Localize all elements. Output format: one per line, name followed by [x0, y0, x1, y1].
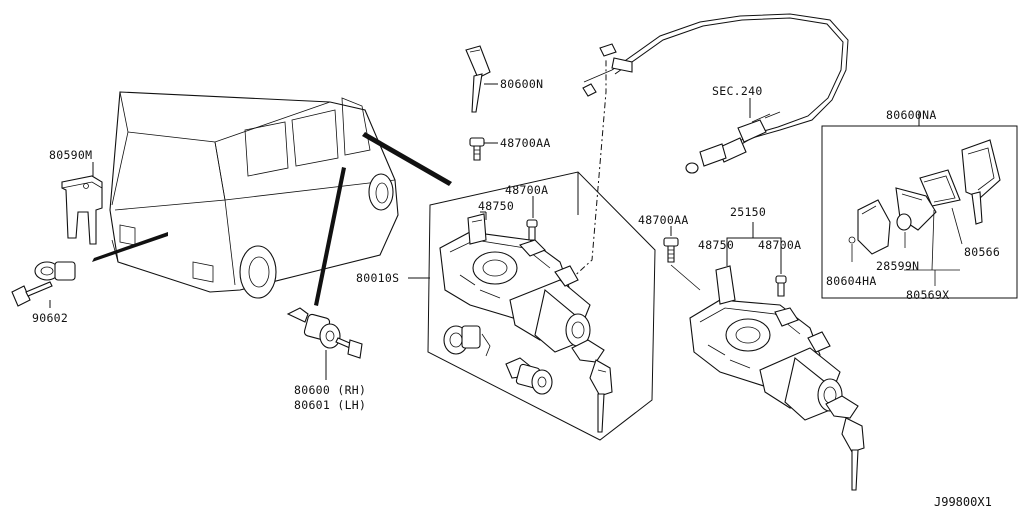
- part-steering-lock-right: [689, 265, 843, 421]
- van-pointer-arrows: [92, 132, 452, 306]
- label-80600na: 80600NA: [886, 108, 937, 122]
- label-80600-rh: 80600 (RH): [294, 383, 366, 397]
- label-48750-right: 48750: [698, 238, 734, 252]
- part-key-left-assembly: [571, 339, 613, 433]
- label-80590m: 80590M: [49, 148, 92, 162]
- leader-25150: [726, 222, 782, 266]
- label-25150: 25150: [730, 205, 766, 219]
- label-80566: 80566: [964, 245, 1000, 259]
- part-48700a-bolt-right: [775, 250, 787, 297]
- label-80010s: 80010S: [356, 271, 399, 285]
- part-80600n-key: [465, 45, 498, 113]
- part-48700aa-bolt-top: [469, 137, 498, 161]
- label-80569x: 80569X: [906, 288, 949, 302]
- leader-lines: [408, 211, 486, 279]
- part-sec240-cable: [582, 13, 849, 174]
- label-28599n: 28599N: [876, 259, 919, 273]
- label-80600n: 80600N: [500, 77, 543, 91]
- part-steering-lock-left: [439, 212, 591, 353]
- label-80604ha: 80604HA: [826, 274, 877, 288]
- part-cylinder-lock-small: [443, 325, 491, 357]
- part-key-right-assembly: [825, 395, 865, 491]
- part-80600na-kit-box: [821, 112, 1018, 299]
- label-48700aa-top: 48700AA: [500, 136, 551, 150]
- label-48700a-left: 48700A: [505, 183, 548, 197]
- label-90602: 90602: [32, 311, 68, 325]
- part-cylinder-lock-door: [505, 357, 553, 395]
- van-illustration: [109, 91, 399, 299]
- label-80601-lh: 80601 (LH): [294, 398, 366, 412]
- part-48700aa-bolt-right: [663, 226, 701, 291]
- part-80600-door-lock: [286, 307, 363, 380]
- label-48700a-right: 48700A: [758, 238, 801, 252]
- label-48700aa-right: 48700AA: [638, 213, 689, 227]
- label-sec240: SEC.240: [712, 84, 763, 98]
- part-48700a-bolt-left: [526, 196, 538, 241]
- assembly-80010s-frame: [427, 171, 656, 441]
- diagram-reference-code: J99800X1: [934, 495, 992, 509]
- label-48750-left: 48750: [478, 199, 514, 213]
- part-90602-lock: [11, 261, 76, 308]
- part-80590m-bracket: [61, 162, 103, 245]
